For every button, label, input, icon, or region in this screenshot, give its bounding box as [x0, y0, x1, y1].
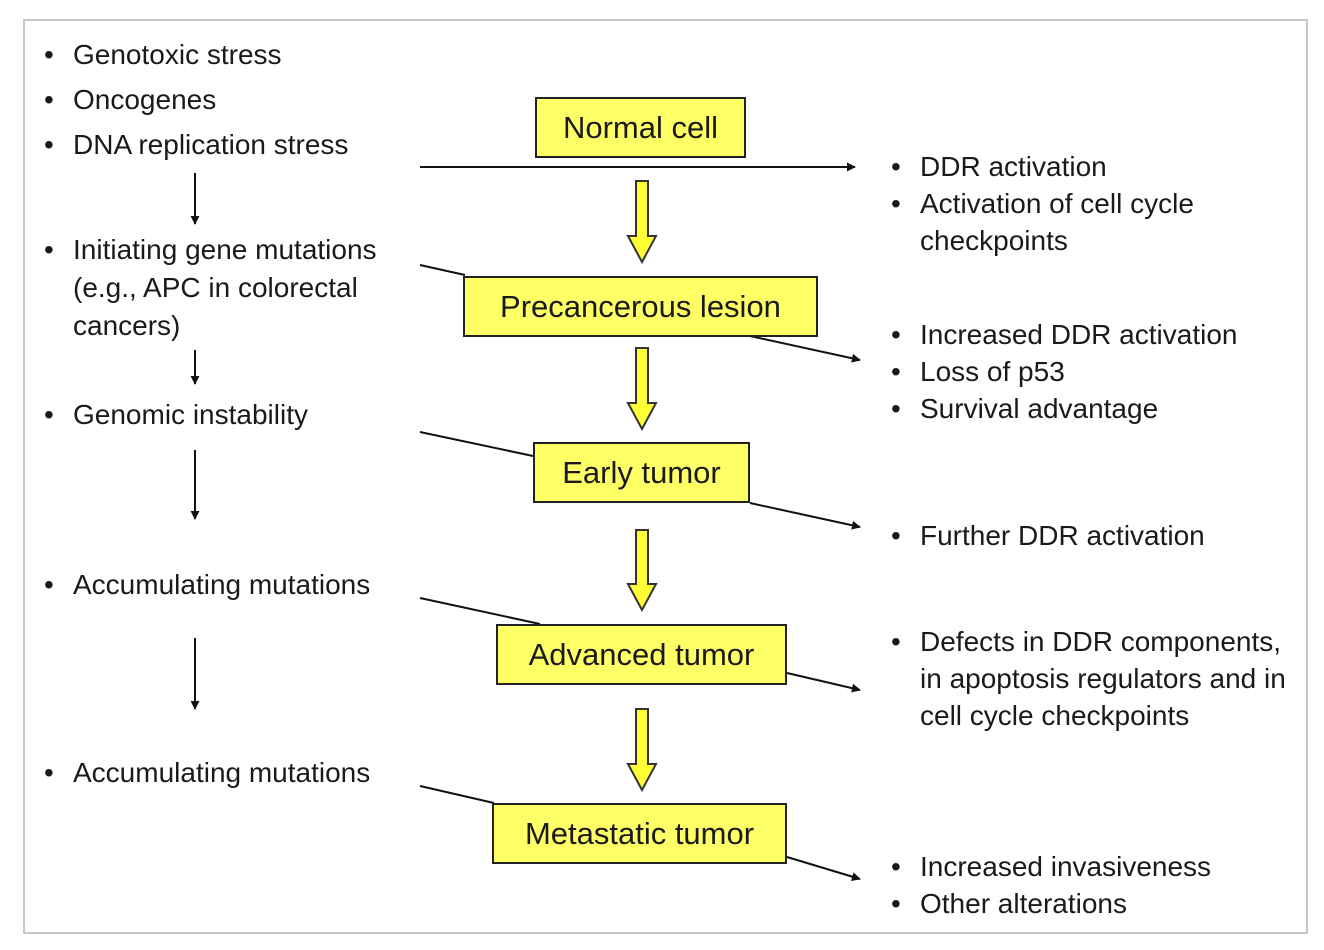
response-item: DDR activation	[891, 148, 1271, 185]
line-metastatic-out	[786, 856, 861, 881]
line-accumulating1-in	[419, 597, 541, 625]
response-list-early: Further DDR activation	[891, 517, 1291, 554]
cause-item: Initiating gene mutations (e.g., APC in …	[44, 231, 414, 345]
cause-list-accumulating-2: Accumulating mutations	[44, 754, 414, 792]
line-instability-in	[419, 431, 534, 457]
cause-list-stress: Genotoxic stress Oncogenes DNA replicati…	[44, 36, 404, 164]
response-item: Increased DDR activation	[891, 316, 1311, 353]
stage-early-tumor: Early tumor	[533, 442, 750, 503]
response-list-metastatic: Increased invasiveness Other alterations	[891, 848, 1291, 922]
stage-advanced-tumor: Advanced tumor	[496, 624, 787, 685]
response-item: Further DDR activation	[891, 517, 1291, 554]
stage-arrows	[626, 180, 658, 793]
cause-item: Genomic instability	[44, 396, 404, 434]
line-precancerous-out	[749, 335, 861, 363]
line-accumulating2-in	[419, 785, 495, 804]
cause-item: DNA replication stress	[44, 126, 404, 164]
block-arrow-2	[626, 347, 658, 432]
cause-item: Accumulating mutations	[44, 754, 414, 792]
influence-lines	[419, 162, 861, 881]
response-item: Activation of cell cycle checkpoints	[891, 185, 1271, 259]
block-arrow-3	[626, 529, 658, 613]
stage-precancerous-lesion: Precancerous lesion	[463, 276, 818, 337]
cause-list-accumulating-1: Accumulating mutations	[44, 566, 414, 604]
response-list-precancerous: Increased DDR activation Loss of p53 Sur…	[891, 316, 1311, 427]
response-item: Defects in DDR components, in apoptosis …	[891, 623, 1301, 734]
stage-metastatic-tumor: Metastatic tumor	[492, 803, 787, 864]
cause-list-initiating: Initiating gene mutations (e.g., APC in …	[44, 231, 414, 345]
block-arrow-1	[626, 180, 658, 265]
line-initiating-in	[419, 264, 466, 276]
cause-list-instability: Genomic instability	[44, 396, 404, 434]
cause-item: Oncogenes	[44, 81, 404, 119]
block-arrow-4	[626, 708, 658, 793]
response-item: Survival advantage	[891, 390, 1311, 427]
line-advanced-out	[786, 672, 861, 693]
response-list-advanced: Defects in DDR components, in apoptosis …	[891, 623, 1301, 734]
line-early-out	[749, 502, 861, 530]
response-list-normal: DDR activation Activation of cell cycle …	[891, 148, 1271, 259]
cause-item: Accumulating mutations	[44, 566, 414, 604]
response-item: Other alterations	[891, 885, 1291, 922]
stage-normal-cell: Normal cell	[535, 97, 746, 158]
response-item: Loss of p53	[891, 353, 1311, 390]
cause-item: Genotoxic stress	[44, 36, 404, 74]
response-item: Increased invasiveness	[891, 848, 1291, 885]
